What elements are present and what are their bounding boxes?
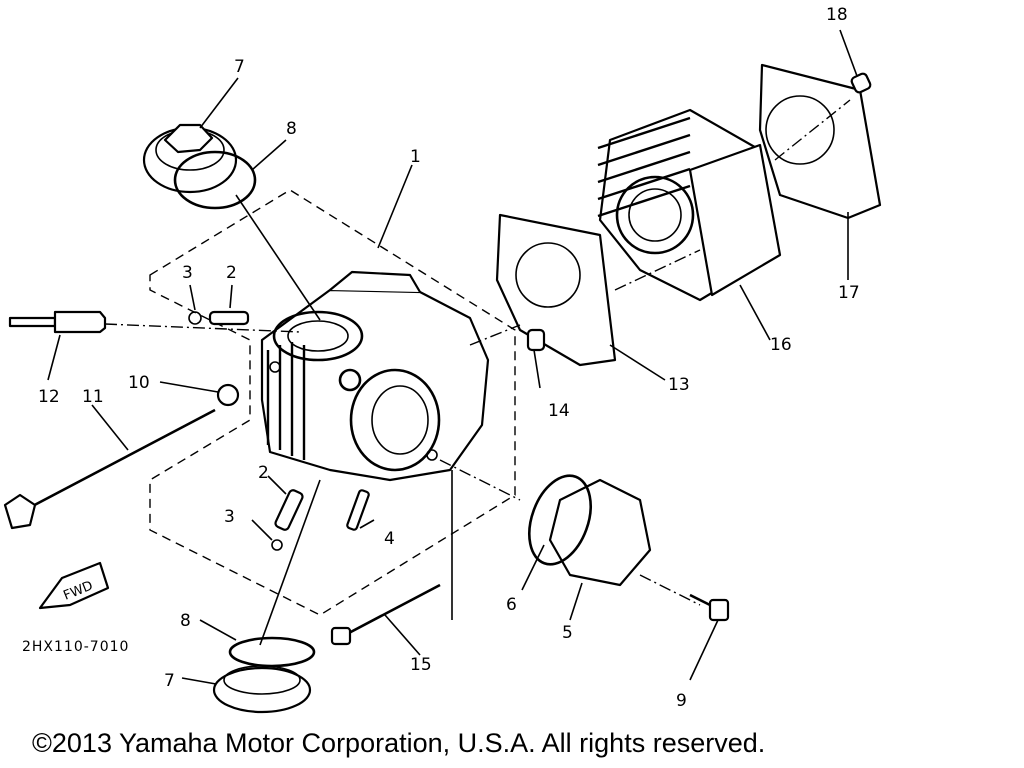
stud-part <box>346 489 370 531</box>
clip-top <box>188 311 202 325</box>
callout-6: 6 <box>506 595 517 615</box>
valve-guide-bottom <box>274 489 304 531</box>
cylinder-head-part <box>260 270 490 482</box>
callout-1: 1 <box>410 147 421 167</box>
callout-2b: 2 <box>258 463 269 483</box>
callout-7a: 7 <box>234 57 245 77</box>
o-ring-side <box>528 474 592 566</box>
callout-3a: 3 <box>182 263 193 283</box>
callout-9: 9 <box>676 691 687 711</box>
callout-12: 12 <box>38 387 60 407</box>
callout-13: 13 <box>668 375 690 395</box>
o-ring-bottom <box>228 636 316 668</box>
callout-11: 11 <box>82 387 104 407</box>
callout-15: 15 <box>410 655 432 675</box>
callout-8b: 8 <box>180 611 191 631</box>
cylinder-part <box>597 108 782 302</box>
callout-17: 17 <box>838 283 860 303</box>
dowel-pin-14 <box>526 328 546 352</box>
callout-10: 10 <box>128 373 150 393</box>
cylinder-gasket-part <box>495 213 617 367</box>
callout-16: 16 <box>770 335 792 355</box>
oil-filler-cap-bottom <box>212 665 312 714</box>
alignment-lines <box>104 99 851 646</box>
washer-part <box>216 383 240 407</box>
callout-2a: 2 <box>226 263 237 283</box>
callout-7b: 7 <box>164 671 175 691</box>
valve-guide-top <box>208 310 250 326</box>
callout-8a: 8 <box>286 119 297 139</box>
callout-labels: 7 8 1 3 2 12 11 10 2 3 4 14 13 16 17 18 … <box>38 5 860 711</box>
drawing-code: 2HX110-7010 <box>22 639 129 655</box>
side-cover-part <box>548 478 652 587</box>
callout-14: 14 <box>548 401 570 421</box>
o-ring-top <box>173 150 257 210</box>
oil-filler-cap-top <box>142 123 238 194</box>
callout-4: 4 <box>384 529 395 549</box>
spark-plug-part <box>8 310 107 334</box>
callout-18: 18 <box>826 5 848 25</box>
copyright-notice: ©2013 Yamaha Motor Corporation, U.S.A. A… <box>32 728 766 758</box>
clip-bottom <box>271 539 283 551</box>
callout-3b: 3 <box>224 507 235 527</box>
bolt-9-part <box>689 593 730 622</box>
fwd-arrow-icon: FWD <box>38 561 110 610</box>
leader-lines <box>47 29 858 685</box>
long-bolt-part <box>3 408 216 530</box>
bolt-15-part <box>330 583 441 646</box>
callout-5: 5 <box>562 623 573 643</box>
